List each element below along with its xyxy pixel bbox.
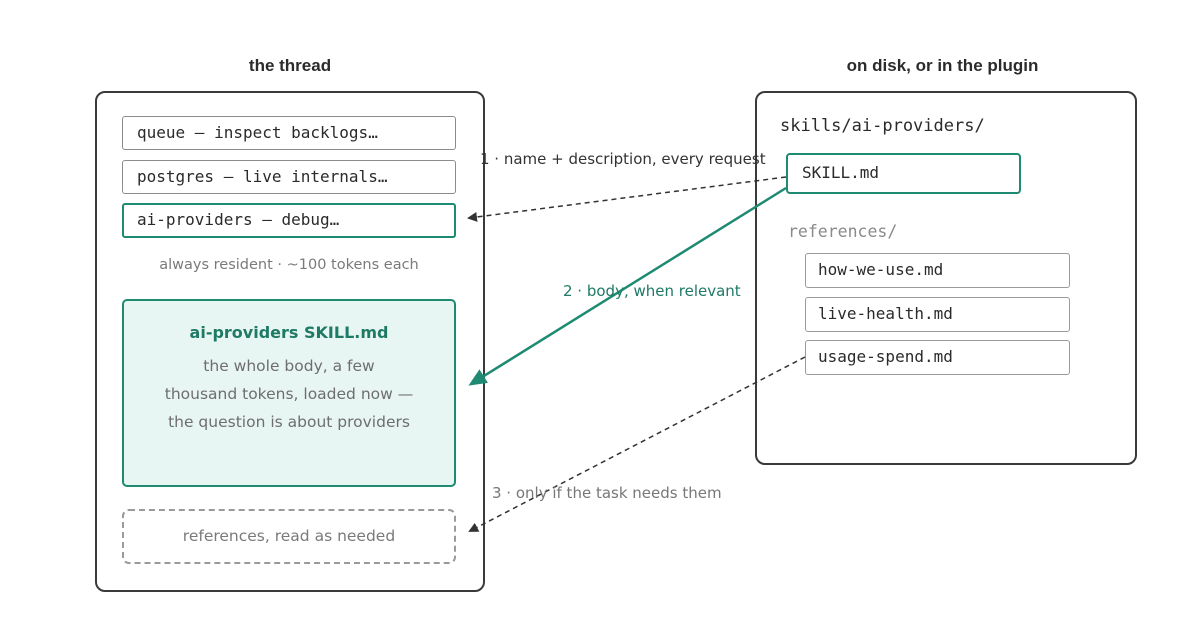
disk-heading: on disk, or in the plugin — [846, 56, 1039, 75]
thread-heading: the thread — [248, 56, 332, 75]
skill-body-line: the whole body, a few — [203, 357, 375, 375]
skill-body-line: the question is about providers — [168, 413, 410, 431]
skill-body-card: ai-providers SKILL.md the whole body, a … — [122, 299, 456, 487]
reference-file: usage-spend.md — [805, 340, 1070, 375]
skill-file: SKILL.md — [786, 153, 1021, 194]
step2-label: 2 · body, when relevant — [563, 282, 741, 300]
step2-arrow — [468, 186, 787, 386]
skill-entry-ai-providers: ai-providers — debug… — [122, 203, 456, 238]
reference-file: live-health.md — [805, 297, 1070, 332]
reference-file: how-we-use.md — [805, 253, 1070, 288]
skill-entry-queue: queue — inspect backlogs… — [122, 116, 456, 150]
skill-path: skills/ai-providers/ — [780, 116, 985, 136]
step1-label: 1 · name + description, every request — [480, 150, 766, 168]
skill-body-line: thousand tokens, loaded now — — [164, 385, 414, 403]
step1-arrow — [467, 176, 787, 222]
references-folder-label: references/ — [788, 222, 898, 241]
skill-body-description: the whole body, a few thousand tokens, l… — [124, 352, 454, 436]
skill-entry-postgres: postgres — live internals… — [122, 160, 456, 194]
resident-note: always resident · ~100 tokens each — [159, 257, 419, 273]
references-slot: references, read as needed — [122, 509, 456, 564]
step3-arrow — [468, 356, 806, 532]
step3-label: 3 · only if the task needs them — [492, 484, 722, 502]
skill-body-title: ai-providers SKILL.md — [189, 323, 389, 342]
